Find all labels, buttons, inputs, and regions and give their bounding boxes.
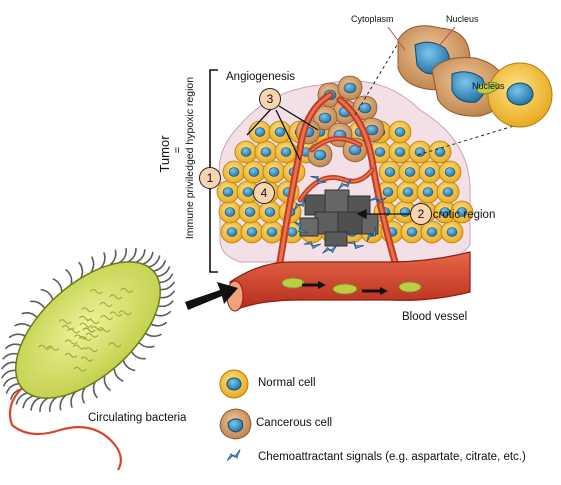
normal-cell — [242, 160, 266, 184]
chemoattractant-signal — [322, 244, 338, 254]
normal-cell — [408, 140, 432, 164]
legend-cancerous-cell: Cancerous cell — [256, 417, 333, 429]
normal-cell — [218, 200, 242, 224]
cytoplasm-label: Cytoplasm — [351, 14, 394, 24]
angiogenic-vessels — [276, 91, 399, 266]
blood-vessel-label: Blood vessel — [402, 311, 468, 323]
chemoattractant-signals — [293, 176, 387, 254]
normal-cell — [396, 180, 420, 204]
normal-cell — [216, 180, 240, 204]
zoom-lines — [354, 39, 541, 156]
equals-sign: = — [172, 146, 184, 154]
nucleus-label: Nucleus — [472, 81, 505, 91]
normal-cell — [268, 120, 292, 144]
normal-cell — [258, 200, 282, 224]
normal-cell — [398, 160, 422, 184]
bacterium-icon — [0, 248, 176, 471]
normal-cell — [248, 120, 272, 144]
normal-cell — [388, 140, 412, 164]
normal-cell — [234, 140, 258, 164]
legend-normal-cell: Normal cell — [258, 377, 316, 389]
chemoattractant-signal — [310, 176, 327, 185]
chemoattractant-signal — [226, 449, 241, 461]
normal-cell — [416, 180, 440, 204]
chemoattractant-signal — [347, 240, 365, 250]
cancerous-cell-icon — [219, 408, 252, 440]
blood-vessel — [226, 251, 471, 312]
normal-cell — [238, 200, 262, 224]
normal-cell — [438, 160, 462, 184]
circulating-bacteria-label: Circulating bacteria — [88, 412, 187, 424]
legend-chemoattractant: Chemoattractant signals (e.g. aspartate,… — [258, 451, 526, 463]
angiogenesis-label: Angiogenesis — [226, 71, 296, 83]
normal-cell — [274, 140, 298, 164]
normal-cell — [450, 200, 474, 224]
normal-cell — [400, 220, 424, 244]
normal-cell — [260, 220, 284, 244]
normal-cell — [240, 220, 264, 244]
normal-cell — [262, 160, 286, 184]
necrotic-region-label: Necrotic region — [418, 209, 496, 221]
normal-cell-icon — [219, 369, 249, 399]
cancer-cell — [352, 95, 378, 121]
normal-cell — [428, 140, 452, 164]
chemoattractant-signal — [293, 197, 306, 211]
marker-1: 1 — [199, 167, 221, 189]
zoom-cells — [397, 25, 553, 128]
normal-cell — [418, 160, 442, 184]
normal-cell — [388, 120, 412, 144]
normal-cell — [440, 220, 464, 244]
chemoattractant-signal — [369, 196, 387, 204]
chemoattractant-signal — [303, 241, 322, 250]
normal-cell — [378, 160, 402, 184]
hypoxic-region-label: Immune priviledged hypoxic region — [184, 76, 196, 240]
annotation-arrows — [200, 105, 410, 220]
normal-cell — [254, 140, 278, 164]
chemoattractant-signal-icon — [226, 449, 241, 461]
marker-4: 4 — [253, 182, 275, 204]
chemoattractant-signal — [366, 226, 376, 242]
chemoattractant-signal — [337, 178, 352, 190]
nucleus-label: Nucleus — [446, 14, 479, 24]
tumor-label: Tumor — [157, 135, 172, 173]
normal-cell — [220, 220, 244, 244]
chemoattractant-signal — [294, 221, 308, 234]
marker-2: 2 — [410, 203, 432, 225]
normal-cell — [436, 180, 460, 204]
normal-cell — [222, 160, 246, 184]
cancer-cell — [337, 75, 363, 101]
marker-3: 3 — [259, 88, 281, 110]
zoom-leader-lines — [387, 26, 456, 51]
bacteria-entry-arrow — [185, 282, 238, 310]
